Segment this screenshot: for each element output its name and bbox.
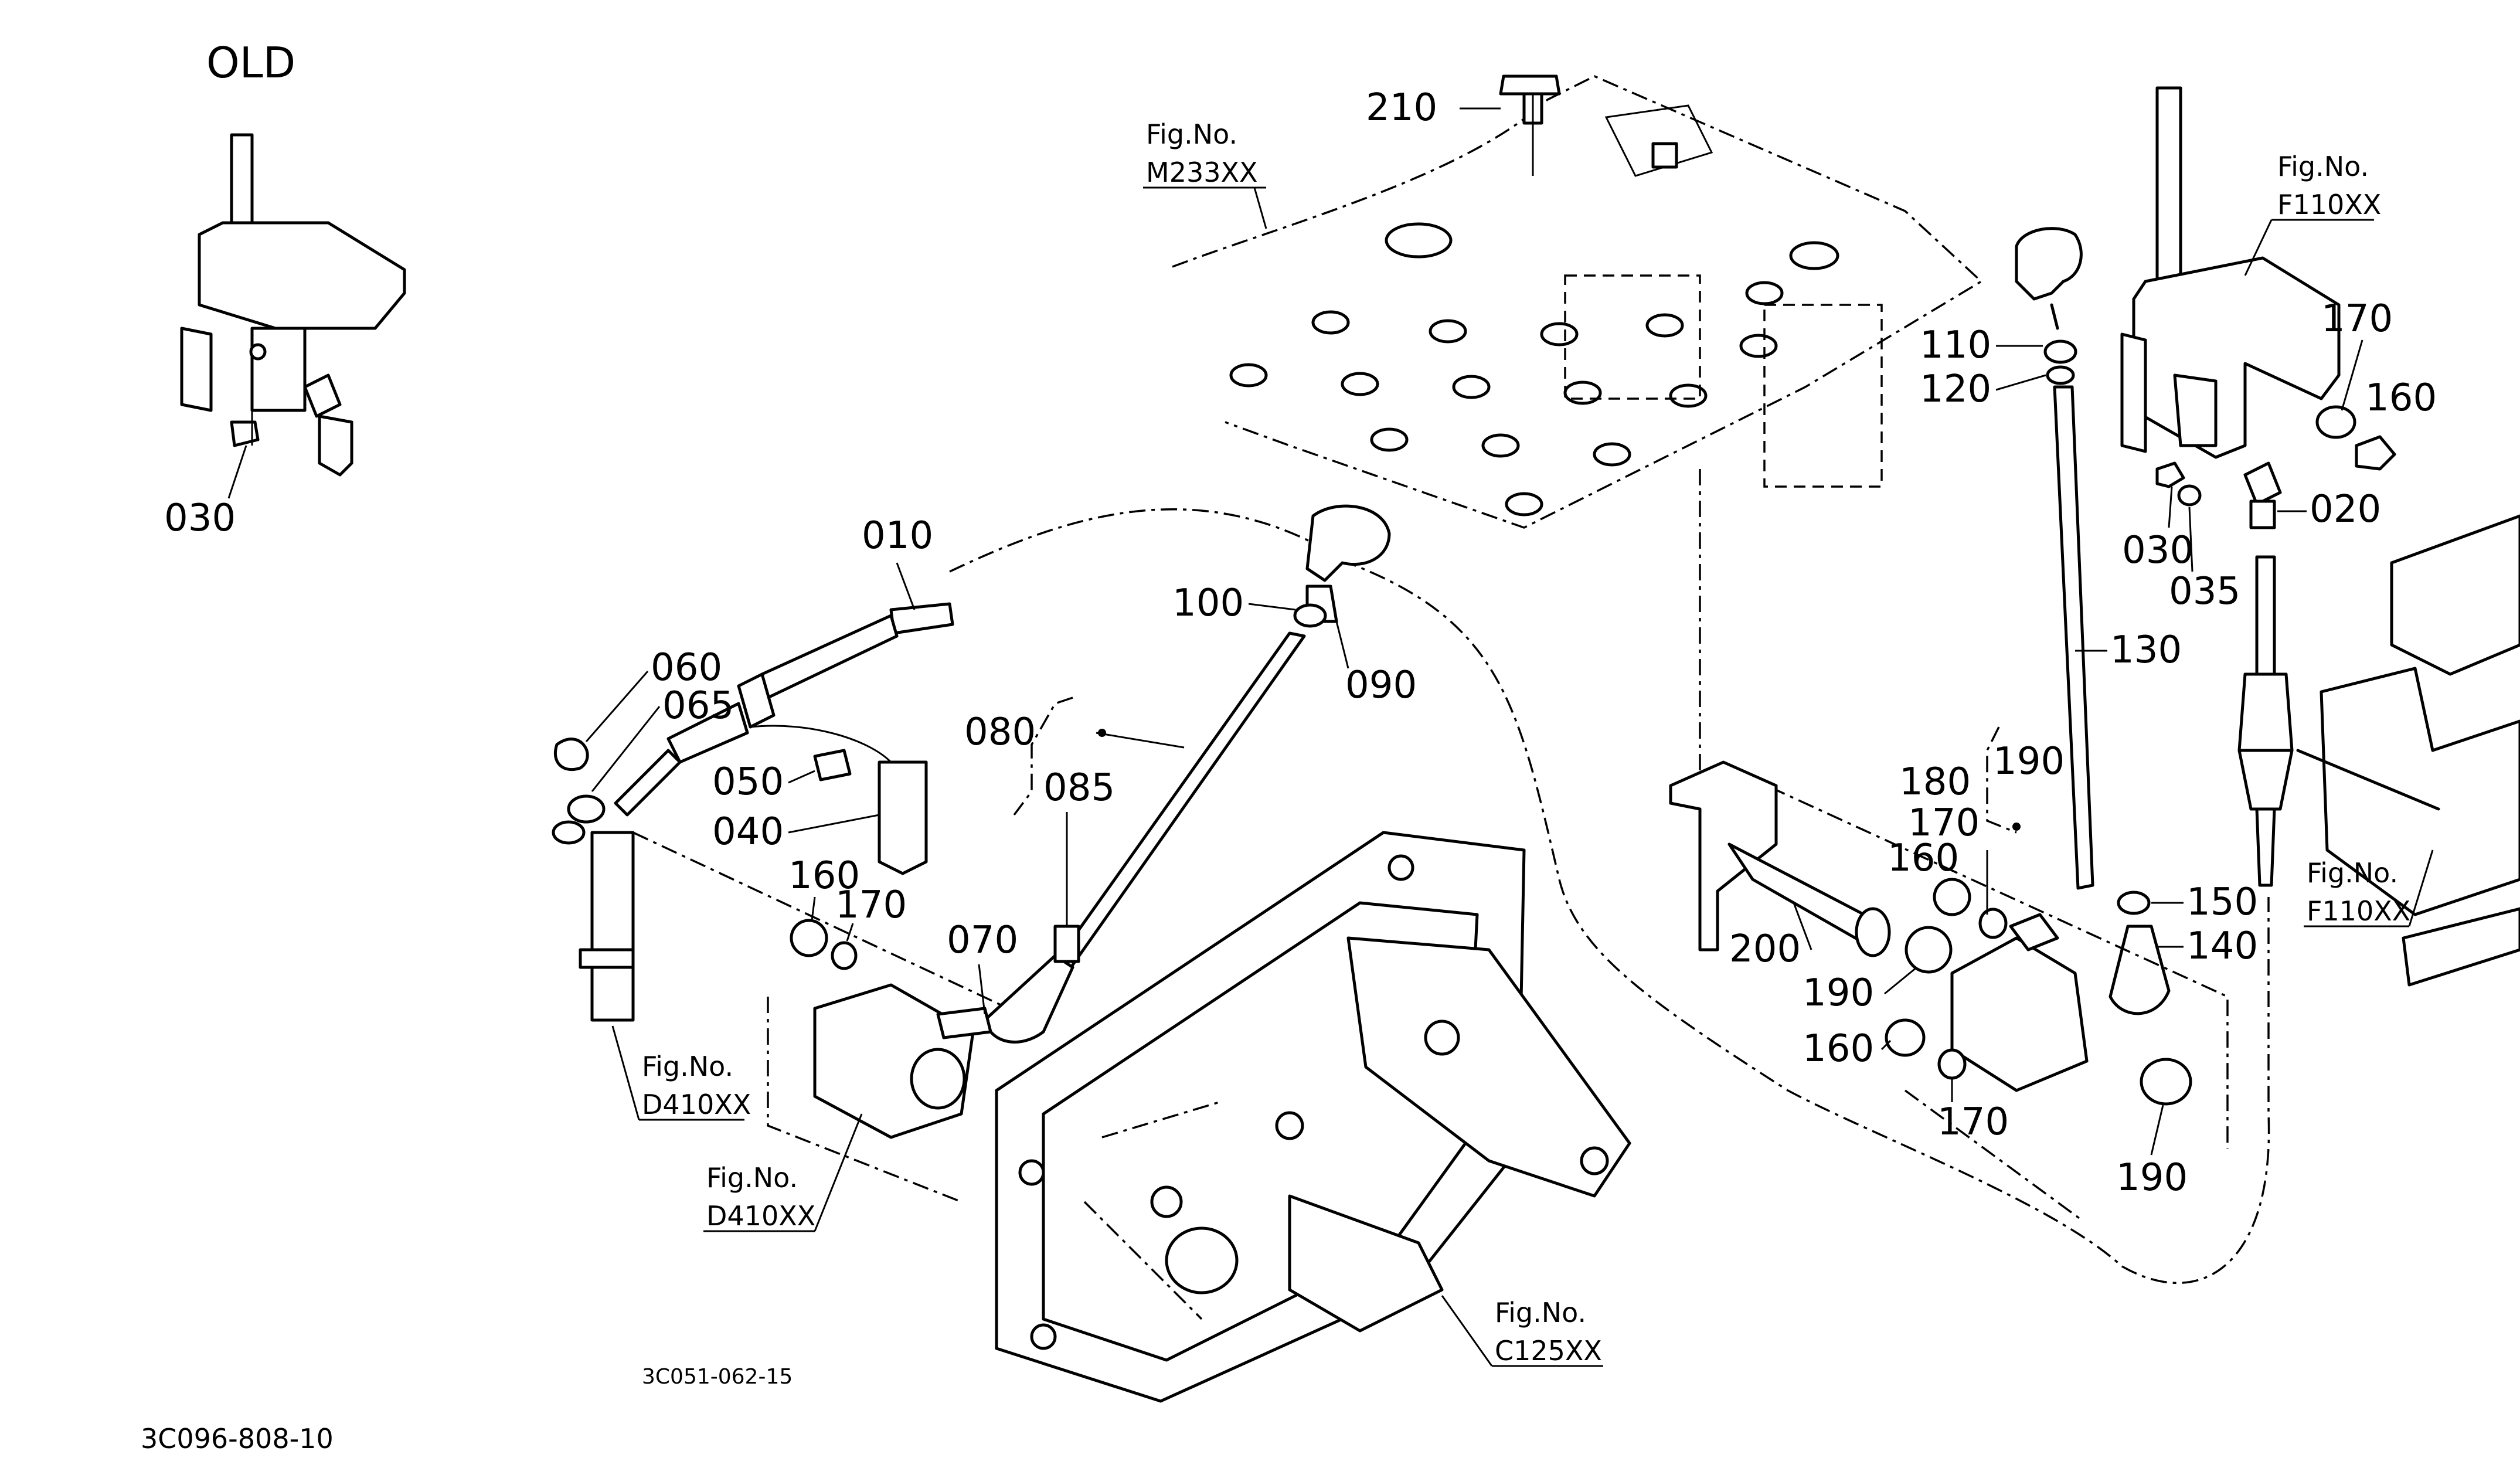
part-label-170-mid: 170 — [1908, 801, 1980, 845]
fig-ref-m233: Fig.No. M233XX — [1143, 118, 1267, 229]
fig-prefix-c125: Fig.No. — [1495, 1297, 1586, 1328]
part-label-020: 020 — [2310, 488, 2381, 531]
part-label-210: 210 — [1366, 86, 1437, 130]
fig-prefix-f110-right: Fig.No. — [2307, 857, 2398, 889]
right-edge-bracket — [2296, 514, 2520, 987]
part-label-100: 100 — [1172, 582, 1244, 625]
part-label-030-old: 030 — [164, 497, 236, 540]
cable-right — [2237, 555, 2294, 887]
part-label-060: 060 — [651, 646, 722, 689]
fig-number-f110-right: F110XX — [2307, 895, 2410, 927]
rod-130-assembly: 110 120 130 150 140 — [1920, 227, 2258, 1015]
fig-ref-f110-right: Fig.No. F110XX — [2304, 849, 2434, 927]
part-label-170-left: 170 — [835, 883, 907, 927]
part-label-190-mid: 190 — [1803, 971, 1874, 1015]
part-label-065: 065 — [662, 684, 734, 728]
part-label-150: 150 — [2186, 881, 2258, 924]
fig-ref-d410-b: Fig.No. D410XX — [703, 1113, 863, 1232]
part-label-110: 110 — [1920, 324, 1991, 367]
diagram-code-small: 3C051-062-15 — [642, 1365, 793, 1389]
valve-plate: 210 — [1172, 74, 1983, 529]
cable-routing-envelope — [949, 508, 2270, 1284]
nut-washer-left: 160 170 — [788, 854, 907, 970]
part-label-190-low: 190 — [2116, 1156, 2188, 1199]
fig-prefix-f110-top: Fig.No. — [2277, 151, 2369, 182]
part-label-180: 180 — [1899, 760, 1971, 804]
lever-assembly-top-right: 170 160 020 030 035 — [2120, 86, 2437, 613]
coupling-sleeve — [813, 983, 975, 1139]
part-label-010: 010 — [862, 514, 933, 558]
part-label-130: 130 — [2110, 628, 2182, 672]
part-label-070: 070 — [947, 919, 1018, 962]
fig-number-d410-b: D410XX — [706, 1200, 815, 1232]
part-label-040: 040 — [712, 810, 784, 854]
transmission-housing — [995, 831, 1631, 1403]
part-label-035: 035 — [2169, 570, 2240, 613]
part-label-160-mid: 160 — [1888, 837, 1959, 880]
fig-ref-f110-top: Fig.No. F110XX — [2244, 151, 2381, 276]
part-label-140: 140 — [2186, 925, 2258, 968]
fig-number-m233: M233XX — [1146, 157, 1258, 188]
part-label-170-top: 170 — [2321, 297, 2393, 341]
old-title: OLD — [206, 38, 295, 87]
fig-prefix-m233: Fig.No. — [1146, 118, 1237, 150]
fig-number-f110-top: F110XX — [2277, 189, 2381, 220]
part-label-170-low: 170 — [1937, 1100, 2009, 1144]
part-label-160-top: 160 — [2365, 376, 2437, 420]
part-label-190-top: 190 — [1993, 740, 2065, 783]
part-label-050: 050 — [712, 760, 784, 804]
shaft-assembly-mid-right: 200 190 170 160 160 170 190 180 190 — [1669, 469, 2229, 1221]
fig-number-d410-a: D410XX — [642, 1089, 751, 1120]
spline-shaft-left — [579, 831, 1009, 1203]
diagram-code-large: 3C096-808-10 — [141, 1423, 334, 1455]
fig-prefix-d410-a: Fig.No. — [642, 1051, 733, 1082]
part-label-120: 120 — [1920, 368, 1991, 411]
old-inset-assembly: OLD 030 — [164, 38, 406, 540]
part-label-030-right: 030 — [2122, 529, 2193, 572]
part-label-160-low: 160 — [1803, 1027, 1874, 1071]
fig-prefix-d410-b: Fig.No. — [706, 1162, 798, 1194]
fig-ref-c125: Fig.No. C125XX — [1441, 1295, 1603, 1367]
part-label-080: 080 — [964, 711, 1036, 754]
part-label-090: 090 — [1345, 664, 1417, 707]
part-label-085: 085 — [1043, 766, 1115, 810]
fig-number-c125: C125XX — [1495, 1335, 1602, 1367]
cable-left: 010 060 065 050 040 — [552, 514, 954, 875]
rod-090-assembly: 100 090 080 085 070 — [936, 504, 1417, 1044]
part-label-200: 200 — [1729, 927, 1801, 971]
part-label-160-left: 160 — [788, 854, 860, 898]
fig-ref-d410-a: Fig.No. D410XX — [611, 1025, 751, 1121]
